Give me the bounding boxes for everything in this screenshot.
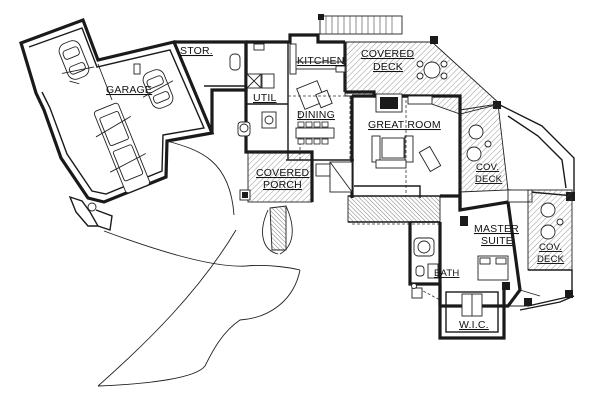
garage-inner-walls [28,27,205,195]
sofa [371,135,381,163]
label-great-room: GREAT ROOM [368,119,441,131]
car-top-left [58,40,95,85]
wic [411,283,506,340]
covered-porch [239,150,353,255]
garage-wing [19,17,215,231]
label-master-suite-line1: MASTER [474,223,519,235]
kitchen-island [296,80,326,110]
car-top-right [142,69,174,109]
deck-table-icon [423,61,441,79]
garage-walls [19,17,215,204]
label-kitchen: KITCHEN [297,55,345,67]
driveway-outline [97,140,301,387]
label-cov-deck-east-line1: COV. [476,162,499,173]
label-cov-deck-master-line1: COV. [539,242,562,253]
room-labels: GARAGE STOR. KITCHEN COVERED DECK UTIL D… [106,45,565,331]
label-cov-deck-east-line2: DECK [475,174,503,185]
dining-table [295,127,335,139]
stair [347,195,441,223]
label-covered-porch-line2: PORCH [263,179,302,191]
label-covered-deck-line1: COVERED [361,48,415,60]
great-room [347,93,462,225]
label-dining: DINING [297,109,335,121]
label-garage: GARAGE [106,84,152,96]
label-storage: STOR. [180,45,213,57]
label-cov-deck-master-line2: DECK [537,254,565,265]
label-covered-deck-line2: DECK [373,61,403,73]
label-covered-porch-line1: COVERED [256,167,310,179]
label-bath: BATH [434,268,459,279]
label-utility: UTIL [253,92,277,104]
covered-deck-east [459,103,575,201]
label-master-suite-line2: SUITE [481,235,513,247]
master-wing [408,189,575,311]
label-wic: W.I.C. [459,319,489,331]
garage-post-icon [87,202,97,212]
car-bottom-long [93,102,151,194]
service-block [174,40,288,154]
